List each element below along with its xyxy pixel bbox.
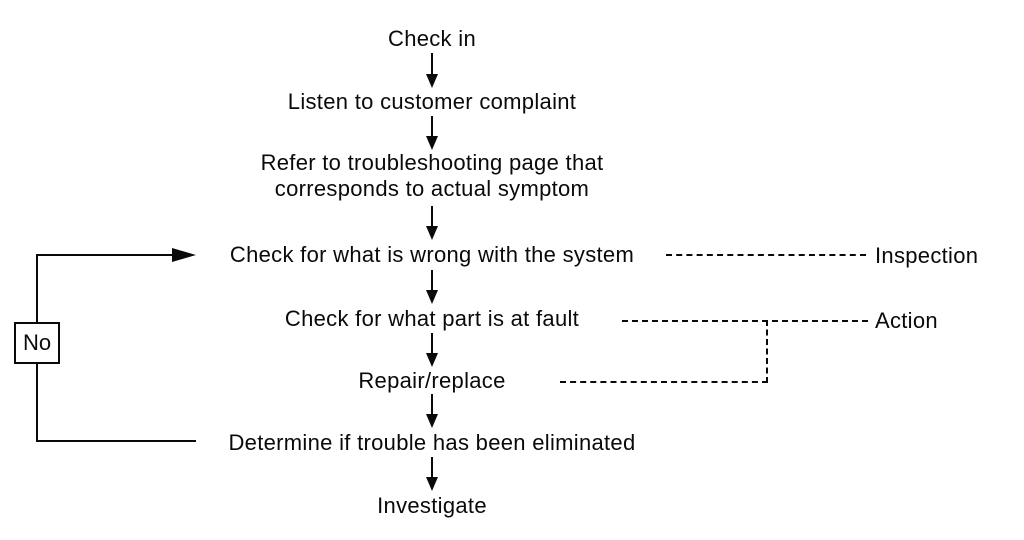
step-repair: Repair/replace bbox=[358, 368, 506, 393]
step-listen: Listen to customer complaint bbox=[287, 89, 577, 114]
step-investigate: Investigate bbox=[377, 493, 487, 518]
feedback-line-bottom bbox=[36, 440, 196, 442]
step-check-system: Check for what is wrong with the system bbox=[229, 242, 635, 267]
inspection-dash-line bbox=[666, 254, 866, 256]
step-determine: Determine if trouble has been eliminated bbox=[228, 430, 636, 455]
arrow-right-icon bbox=[172, 248, 196, 262]
action-dash-line-top bbox=[622, 320, 868, 322]
step-refer: Refer to troubleshooting page that corre… bbox=[260, 150, 604, 201]
annotation-inspection: Inspection bbox=[875, 243, 979, 268]
step-check-part: Check for what part is at fault bbox=[284, 306, 580, 331]
action-dash-line-vertical bbox=[766, 320, 768, 383]
feedback-line-top bbox=[36, 254, 174, 256]
no-label: No bbox=[22, 330, 52, 355]
annotation-action: Action bbox=[875, 308, 938, 333]
no-label-box: No bbox=[14, 322, 60, 364]
action-dash-line-bottom bbox=[560, 381, 768, 383]
step-check-in: Check in bbox=[388, 26, 476, 51]
